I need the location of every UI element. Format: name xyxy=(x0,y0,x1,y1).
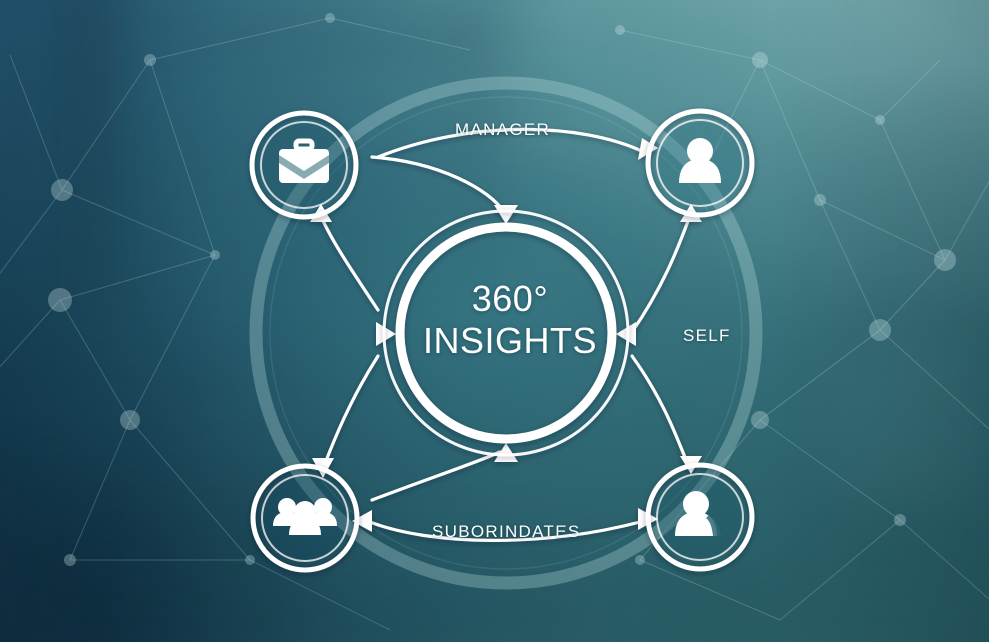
arrow-to-self-top xyxy=(376,127,646,159)
outer-ring-inner-hairline xyxy=(269,96,743,570)
arrow-center-to-manager xyxy=(318,212,380,312)
center-ring-main xyxy=(395,222,617,444)
people-group-icon xyxy=(273,498,337,535)
arrowhead-subordinates-right xyxy=(352,510,372,532)
arrow-center-to-peers xyxy=(630,354,690,466)
outer-ring xyxy=(249,76,763,590)
center-title-line-2: INSIGHTS xyxy=(422,320,597,361)
node-peers[interactable] xyxy=(645,462,755,572)
arrowhead-center-left xyxy=(376,322,396,346)
arrow-subordinates-to-center xyxy=(370,450,502,502)
arrow-peers-to-subordinates xyxy=(368,520,642,542)
arrow-manager-to-center xyxy=(370,155,506,214)
center-ring-outer xyxy=(382,209,630,457)
mesh-nodes xyxy=(48,13,956,566)
node-manager[interactable] xyxy=(249,110,359,220)
node-self[interactable] xyxy=(645,108,755,218)
arrow-center-to-self xyxy=(630,214,692,334)
center-title: 360° INSIGHTS xyxy=(390,278,630,362)
center-hub xyxy=(382,209,630,457)
node-peers-ring-outer xyxy=(645,462,755,572)
arrowhead-center-bottom xyxy=(494,443,518,462)
node-subordinates[interactable] xyxy=(250,463,360,573)
node-subordinates-ring-outer xyxy=(250,463,360,573)
center-title-line-1: 360° xyxy=(471,278,549,319)
arrowhead-center-right xyxy=(616,322,636,346)
person-tie-icon xyxy=(675,491,721,536)
label-manager: MANAGER xyxy=(455,120,551,139)
node-manager-ring-outer xyxy=(249,110,359,220)
label-subordinates: SUBORINDATES xyxy=(432,522,581,541)
node-self-ring-outer xyxy=(645,108,755,218)
briefcase-icon xyxy=(279,138,329,183)
person-icon xyxy=(679,138,721,183)
arrow-center-to-subordinates xyxy=(322,354,380,468)
arrowhead-center-top xyxy=(494,205,518,224)
label-self: SELF xyxy=(683,326,731,345)
